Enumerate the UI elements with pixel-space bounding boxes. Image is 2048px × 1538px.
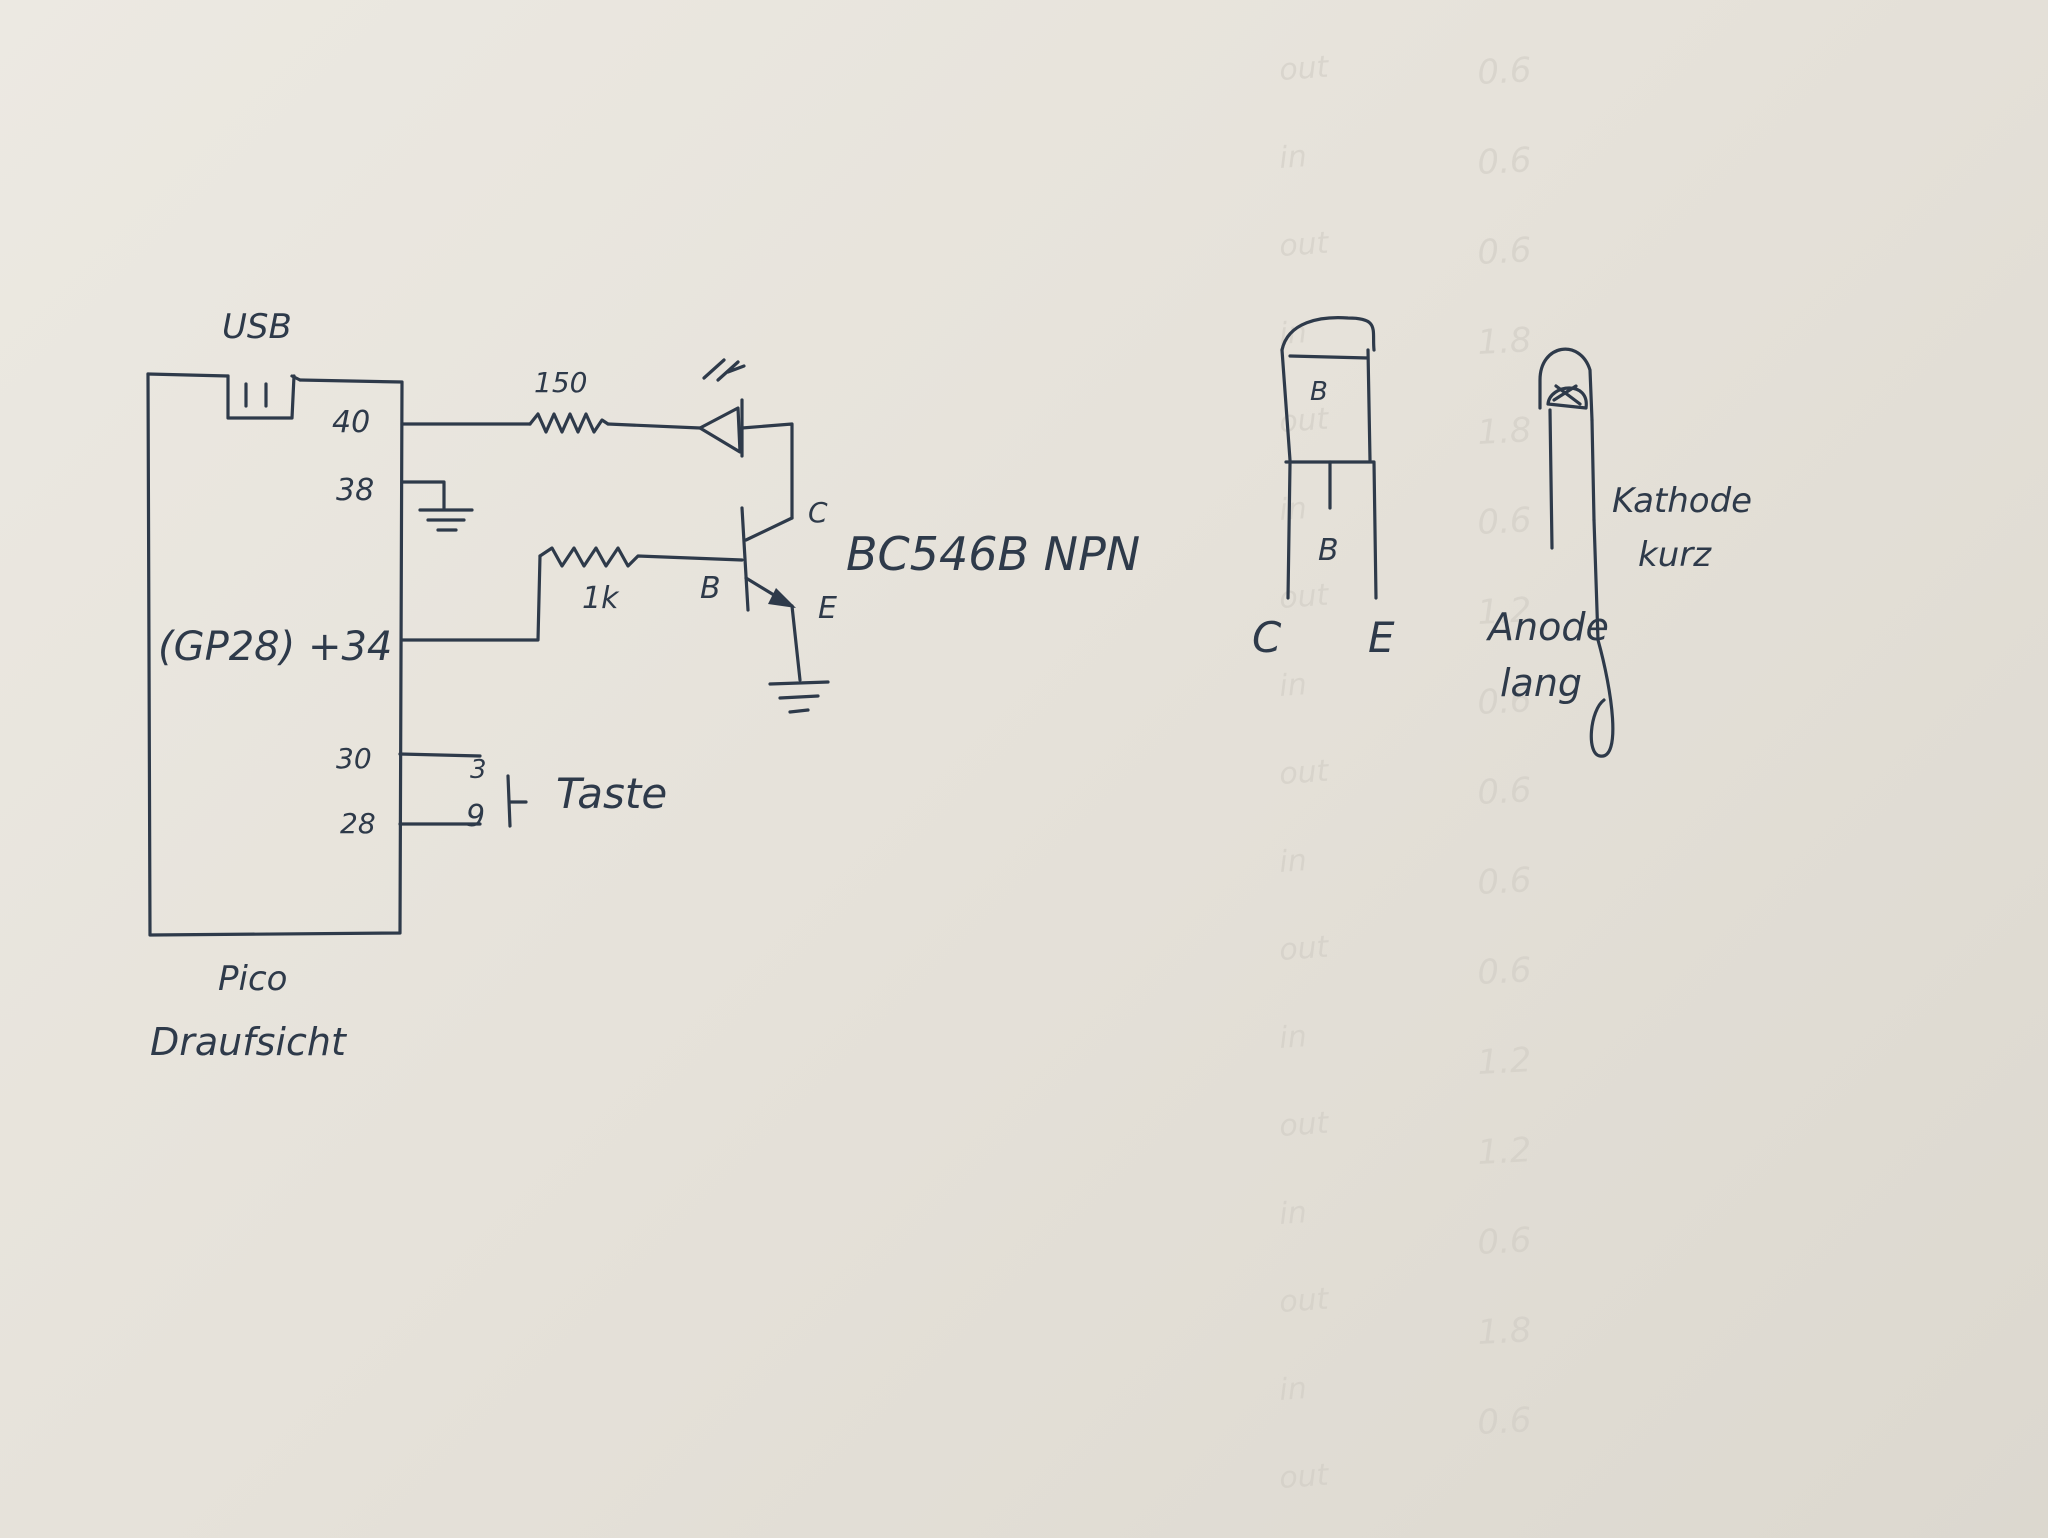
board-caption-line2: Draufsicht	[150, 1020, 348, 1064]
emitter-arrow	[768, 588, 796, 608]
wire-pin30	[398, 752, 482, 758]
led-light-arrows	[702, 358, 746, 382]
switch-contact	[506, 774, 528, 828]
bleed-left-text-14: out	[1278, 1282, 1331, 1320]
bleed-left-text-8: out	[1278, 754, 1331, 792]
bleed-right-text-12: 1.2	[1476, 1130, 1532, 1173]
pin-38-label: 38	[336, 473, 374, 508]
switch-label: Taste	[556, 769, 667, 818]
npn-transistor	[740, 506, 830, 714]
transistor-package-drawing	[1280, 316, 1378, 600]
bleed-right-text-8: 0.6	[1476, 770, 1532, 813]
r2-value-label: 1k	[582, 581, 620, 616]
pin-40-label: 40	[332, 405, 370, 440]
bleed-left-text-5: in	[1278, 491, 1308, 528]
bleed-left-text-2: out	[1278, 226, 1331, 264]
package-pin-e: E	[1368, 613, 1395, 662]
wire-led-collector	[740, 422, 794, 520]
usb-label: USB	[222, 307, 292, 347]
bleed-left-text-6: out	[1278, 578, 1331, 616]
transistor-collector-leg	[744, 516, 794, 542]
emitter-label: E	[818, 591, 837, 626]
r1-value-label: 150	[534, 366, 587, 399]
bleed-left-text-15: in	[1278, 1371, 1308, 1408]
bleed-left-text-0: out	[1278, 50, 1331, 88]
pico-board	[146, 372, 404, 937]
switch-pin-a: 3	[470, 755, 487, 785]
resistor-1k	[538, 546, 744, 568]
bleed-right-text-9: 0.6	[1476, 860, 1532, 903]
resistor-150	[528, 412, 610, 434]
bleed-right-text-11: 1.2	[1476, 1040, 1532, 1083]
board-outline	[146, 372, 404, 937]
bleed-right-text-3: 1.8	[1476, 320, 1532, 363]
bleed-left-text-16: out	[1278, 1458, 1331, 1496]
package-base-letter: B	[1318, 533, 1339, 568]
bleed-right-text-1: 0.6	[1476, 140, 1532, 183]
anode-label-line1: Anode	[1485, 605, 1609, 649]
bleed-right-text-15: 0.6	[1476, 1400, 1532, 1443]
bleed-left-text-13: in	[1278, 1195, 1308, 1232]
bleed-left-text-9: in	[1278, 843, 1308, 880]
switch-pin-b: 9	[466, 799, 485, 834]
led-symbol	[698, 406, 742, 454]
bleed-left-text-10: out	[1278, 930, 1331, 968]
ground-symbol-emitter	[768, 680, 830, 714]
anode-label-line2: lang	[1500, 661, 1582, 705]
bleedthrough-column-right: 0.6 0.6 0.6 1.8 1.8 0.6 1.2 0.6 0.6 0.6 0.6 1.2 1.2 0…	[1476, 50, 1532, 1443]
package-pin-c: C	[1252, 613, 1282, 662]
push-button	[398, 752, 528, 828]
bleed-left-text-7: in	[1278, 667, 1308, 704]
cathode-label-line1: Kathode	[1612, 481, 1752, 521]
bleed-right-text-6: 1.2	[1476, 590, 1532, 633]
pin-30-label: 30	[336, 742, 372, 775]
bleed-right-text-14: 1.8	[1476, 1310, 1532, 1353]
board-caption-line1: Pico	[218, 959, 287, 999]
bleed-right-text-7: 0.6	[1476, 680, 1532, 723]
led-package-drawing	[1538, 347, 1615, 758]
transistor-base-bar	[740, 506, 750, 612]
bleed-right-text-10: 0.6	[1476, 950, 1532, 993]
wire-r1-led	[606, 422, 702, 430]
collector-label: C	[808, 496, 828, 529]
bleed-right-text-5: 0.6	[1476, 500, 1532, 543]
package-top-letter: B	[1310, 377, 1328, 407]
base-branch	[400, 546, 744, 642]
usb-connector	[226, 374, 296, 420]
led-branch	[400, 358, 794, 520]
bleed-left-text-11: in	[1278, 1019, 1308, 1056]
bleed-right-text-13: 0.6	[1476, 1220, 1532, 1263]
wire-pin34	[400, 554, 542, 642]
base-label: B	[700, 571, 721, 606]
bleed-right-text-4: 1.8	[1476, 410, 1532, 453]
bleedthrough-column-left: outinoutinoutinoutinoutinoutinoutinoutin…	[1278, 50, 1331, 1496]
bleed-left-text-1: in	[1278, 139, 1308, 176]
ground-symbol-pin38	[400, 480, 474, 532]
pin-34-label: (GP28) +34	[158, 624, 392, 670]
bleed-right-text-0: 0.6	[1476, 50, 1532, 93]
bleed-right-text-2: 0.6	[1476, 230, 1532, 273]
pin-28-label: 28	[340, 807, 376, 840]
cathode-label-line2: kurz	[1638, 535, 1712, 575]
wire-emitter-ground	[790, 604, 802, 682]
bleed-left-text-12: out	[1278, 1106, 1331, 1144]
transistor-name-label: BC546B NPN	[846, 527, 1140, 581]
